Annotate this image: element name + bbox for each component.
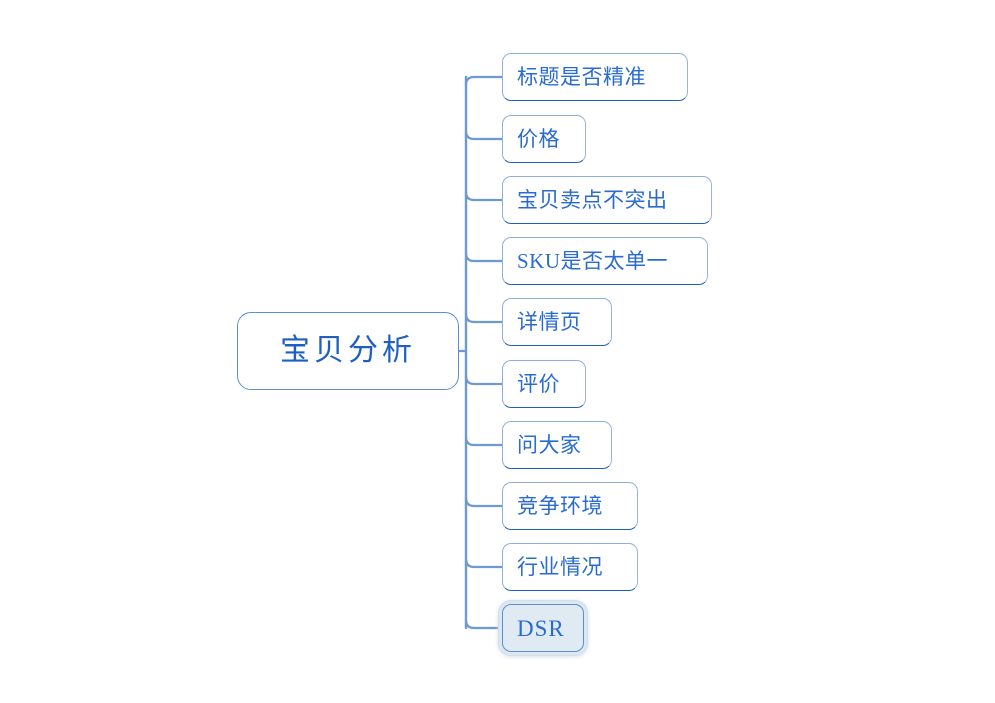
node-label: 竞争环境 [517,494,603,518]
connector-branch-6 [464,374,504,386]
node-dsr[interactable]: DSR [502,604,584,652]
node-label: 宝贝卖点不突出 [517,188,668,212]
node-label: 评价 [517,372,560,396]
connector-branch-8 [464,496,504,508]
node-industry-status[interactable]: 行业情况 [502,543,638,591]
node-reviews[interactable]: 评价 [502,360,586,408]
connector-branch-3 [464,190,504,202]
node-label: 问大家 [517,433,582,457]
connector-branch-2 [464,129,504,141]
node-detail-page[interactable]: 详情页 [502,298,612,346]
node-selling-point[interactable]: 宝贝卖点不突出 [502,176,712,224]
connector-branch-5 [464,312,504,324]
node-label: 价格 [517,127,560,151]
node-label: 详情页 [517,310,582,334]
node-label: DSR [517,615,565,641]
node-price[interactable]: 价格 [502,115,586,163]
connector-branch-7 [464,435,504,447]
node-label: 行业情况 [517,555,603,579]
node-competition[interactable]: 竞争环境 [502,482,638,530]
root-node[interactable]: 宝贝分析 [237,312,459,390]
node-ask-everyone[interactable]: 问大家 [502,421,612,469]
node-sku-variety[interactable]: SKU是否太单一 [502,237,708,285]
node-label: 标题是否精准 [517,65,646,89]
node-label: SKU是否太单一 [517,248,669,273]
connector-branch-9 [464,557,504,569]
root-node-label: 宝贝分析 [280,334,416,367]
connector-branch-4 [464,251,504,263]
connector-branch-1 [464,75,504,87]
connector-branch-10 [464,618,504,630]
node-title-accuracy[interactable]: 标题是否精准 [502,53,688,101]
